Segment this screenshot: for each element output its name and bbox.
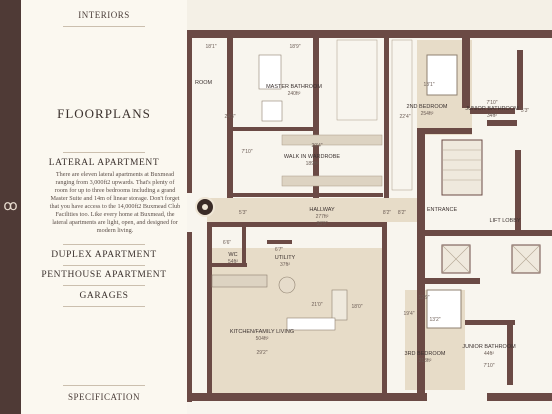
dimension-label: 8'2" xyxy=(398,210,407,216)
menu-item-duplex[interactable]: DUPLEX APARTMENT xyxy=(51,250,157,260)
dimension-label: 20'4" xyxy=(311,143,322,149)
dimension-label: 19'4" xyxy=(403,311,414,317)
side-rail: ꝏ xyxy=(0,0,21,414)
dimension-label: 22'4" xyxy=(399,114,410,120)
dimension-label: 13'1" xyxy=(423,82,434,88)
divider xyxy=(63,306,145,307)
bedroom-3-label: 3RD BEDROOM xyxy=(405,351,446,357)
dimension-label: 7'10" xyxy=(486,100,497,106)
dimension-label: 18'9" xyxy=(289,44,300,50)
utility-label: UTILITY xyxy=(275,255,296,261)
dimension-label: 5'3" xyxy=(239,210,248,216)
hallway-area: 277ft² xyxy=(316,214,329,220)
menu-item-penthouse[interactable]: PENTHOUSE APARTMENT xyxy=(41,270,167,280)
dimension-label: 7'10" xyxy=(241,149,252,155)
dimension-label: 13'2" xyxy=(429,317,440,323)
floorplans-panel: INTERIORS FLOORPLANS LATERAL APARTMENT T… xyxy=(21,0,188,414)
wc-label: WC xyxy=(228,252,237,258)
divider xyxy=(63,265,145,266)
menu-item-garages[interactable]: GARAGES xyxy=(79,291,129,301)
walk-in-wardrobe-label: WALK IN WARDROBE xyxy=(284,154,340,160)
divider xyxy=(63,152,145,153)
dimension-label: 29'2" xyxy=(256,350,267,356)
entrance-label: ENTRANCE xyxy=(427,207,458,213)
dimension-label: 12'9" xyxy=(418,295,429,301)
divider xyxy=(63,244,145,245)
bedroom-2-area: 254ft² xyxy=(421,111,434,117)
junior-bathroom-1-area: 34ft² xyxy=(487,113,497,119)
dimension-label: 8'2" xyxy=(383,210,392,216)
view-toggle-icon[interactable] xyxy=(195,197,215,217)
kitchen-area: 504ft² xyxy=(256,336,269,342)
page-title: FLOORPLANS xyxy=(57,106,151,121)
nav-specification[interactable]: SPECIFICATION xyxy=(67,392,140,402)
junior-bathroom-2-label: JUNIOR BATHROOM xyxy=(462,344,516,350)
room-label: ROOM xyxy=(195,80,213,86)
dimension-label: 18'0" xyxy=(351,304,362,310)
divider xyxy=(63,385,145,386)
floorplan-drawing: ROOM MASTER BATHROOM 240ft² WALK IN WARD… xyxy=(187,30,552,414)
divider xyxy=(63,285,145,286)
junior-bathroom-2-area: 44ft² xyxy=(484,351,494,357)
dimension-label: 24'3" xyxy=(224,114,235,120)
utility-area: 37ft² xyxy=(280,262,290,268)
dimension-label: 6'6" xyxy=(223,240,232,246)
dimension-label: 18'1" xyxy=(205,44,216,50)
junior-bathroom-1-label: JUNIOR BATHROOM xyxy=(465,106,519,112)
menu-item-lateral[interactable]: LATERAL APARTMENT xyxy=(48,158,160,168)
bedroom-3-area: 213ft² xyxy=(419,358,432,364)
apartment-description: There are eleven lateral apartments at B… xyxy=(49,171,181,234)
dimension-label: 5'3" xyxy=(521,108,530,114)
wc-area: 54ft² xyxy=(228,259,238,265)
divider xyxy=(63,26,145,27)
lift-lobby-label: LIFT LOBBY xyxy=(489,218,520,224)
walk-in-wardrobe-area: 189ft² xyxy=(306,161,319,167)
master-bathroom-area: 240ft² xyxy=(288,91,301,97)
floorplan-view[interactable]: ROOM MASTER BATHROOM 240ft² WALK IN WARD… xyxy=(187,0,552,414)
master-bathroom-label: MASTER BATHROOM xyxy=(266,84,322,90)
bedroom-2-label: 2ND BEDROOM xyxy=(407,104,448,110)
kitchen-label: KITCHEN/FAMILY LIVING xyxy=(230,329,294,335)
dimension-label: 21'0" xyxy=(311,302,322,308)
dimension-label: 33'9" xyxy=(316,221,327,227)
brand-logo-icon[interactable]: ꝏ xyxy=(3,199,18,214)
dimension-label: 7'10" xyxy=(483,363,494,369)
nav-interiors[interactable]: INTERIORS xyxy=(78,10,130,20)
hallway-label: HALLWAY xyxy=(309,207,335,213)
dimension-label: 6'7" xyxy=(275,247,284,253)
